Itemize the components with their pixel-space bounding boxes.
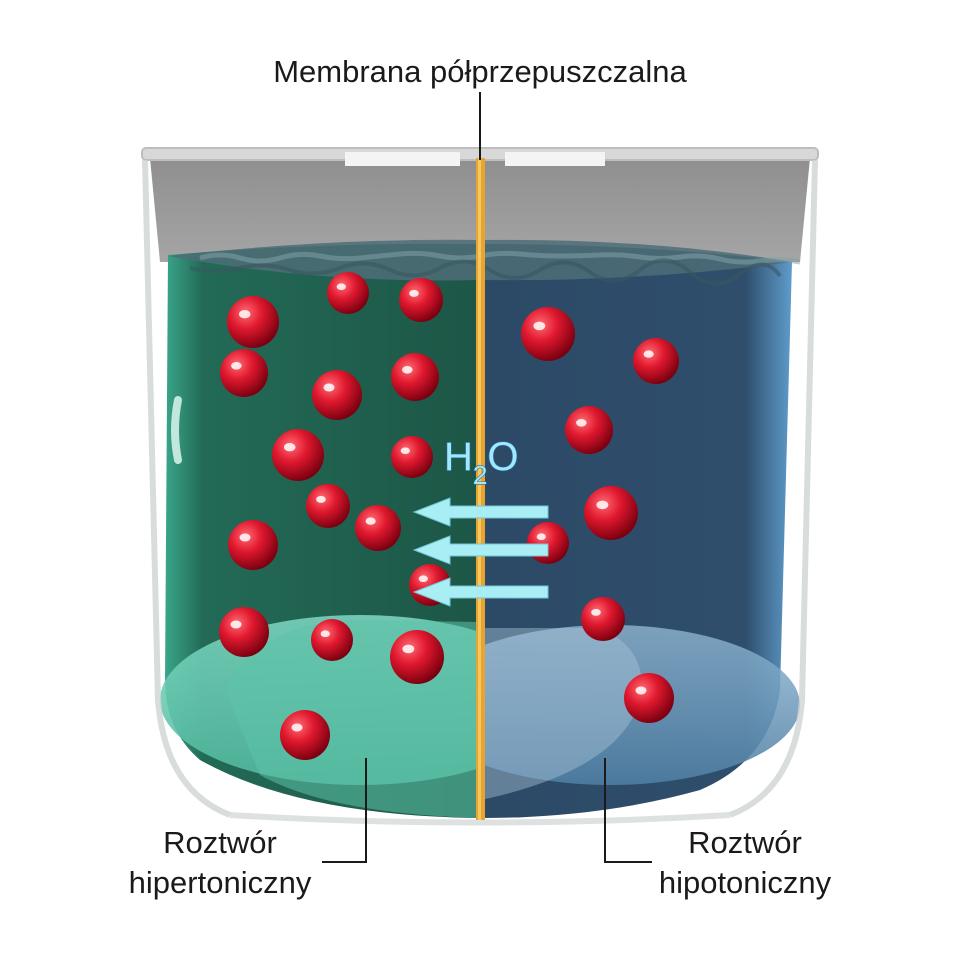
hypotonic-label-line2: hipotoniczny <box>659 865 832 900</box>
solute-particle <box>624 673 674 723</box>
hypotonic-label-line1: Roztwór <box>688 825 802 860</box>
water-label-subscript: 2 <box>473 460 487 490</box>
solute-particle <box>311 619 353 661</box>
solute-particle <box>219 607 269 657</box>
membrane-label: Membrana półprzepuszczalna <box>273 54 687 89</box>
beaker-bottom <box>229 812 731 826</box>
hypotonic-leader-line <box>604 758 652 863</box>
solute-particle <box>227 296 279 348</box>
particle-highlight <box>402 365 413 374</box>
rim-notch-left <box>345 152 460 166</box>
particle-highlight <box>418 575 428 583</box>
water-label-o: O <box>487 435 518 479</box>
solute-particle <box>327 272 369 314</box>
solute-particle <box>584 486 638 540</box>
particle-highlight <box>635 686 647 695</box>
particle-highlight <box>400 447 410 455</box>
solute-particle <box>312 370 362 420</box>
particle-highlight <box>231 361 242 370</box>
particle-highlight <box>365 517 376 525</box>
solute-particle <box>272 429 324 481</box>
particle-highlight <box>323 383 335 392</box>
solute-particle <box>581 597 625 641</box>
particle-highlight <box>239 533 251 542</box>
membrane-highlight <box>478 158 481 820</box>
particle-highlight <box>230 620 242 629</box>
beaker-wall-right <box>728 159 818 818</box>
solute-particle <box>391 436 433 478</box>
water-label: H2O <box>444 435 518 490</box>
beaker-wall-left <box>142 159 232 818</box>
hypertonic-particles <box>219 272 451 760</box>
particle-highlight <box>336 283 346 291</box>
solute-particle <box>527 522 569 564</box>
particle-highlight <box>320 630 330 638</box>
water-flow-arrow <box>412 497 549 527</box>
rim-notch-right <box>505 152 605 166</box>
hypertonic-label-line2: hipertoniczny <box>129 865 312 900</box>
solute-particle <box>280 710 330 760</box>
particle-highlight <box>533 321 546 331</box>
solute-particle <box>391 353 439 401</box>
solute-particle <box>633 338 679 384</box>
solute-particle <box>521 307 575 361</box>
particle-highlight <box>576 418 587 427</box>
particle-highlight <box>291 723 303 732</box>
solute-particle <box>306 484 350 528</box>
particle-highlight <box>402 644 415 654</box>
particle-highlight <box>643 350 654 358</box>
particle-highlight <box>591 608 601 616</box>
particle-highlight <box>238 310 251 319</box>
particle-highlight <box>536 533 546 541</box>
solute-particle <box>399 278 443 322</box>
water-flow-arrows <box>412 497 549 607</box>
hypertonic-leader-line <box>322 758 367 863</box>
solute-particle <box>390 630 444 684</box>
particle-highlight <box>283 443 296 452</box>
hypertonic-label-line1: Roztwór <box>163 825 277 860</box>
solute-particle <box>220 349 268 397</box>
particle-highlight <box>409 289 419 297</box>
particle-highlight <box>316 495 326 503</box>
particle-highlight <box>596 500 609 510</box>
water-label-h: H <box>444 435 473 479</box>
solute-particle <box>355 505 401 551</box>
beaker-glare-left <box>171 396 182 464</box>
solute-particle <box>228 520 278 570</box>
water-flow-arrow <box>412 577 549 607</box>
water-flow-arrow <box>412 535 549 565</box>
solute-particle <box>565 406 613 454</box>
hypotonic-solution <box>481 244 800 818</box>
